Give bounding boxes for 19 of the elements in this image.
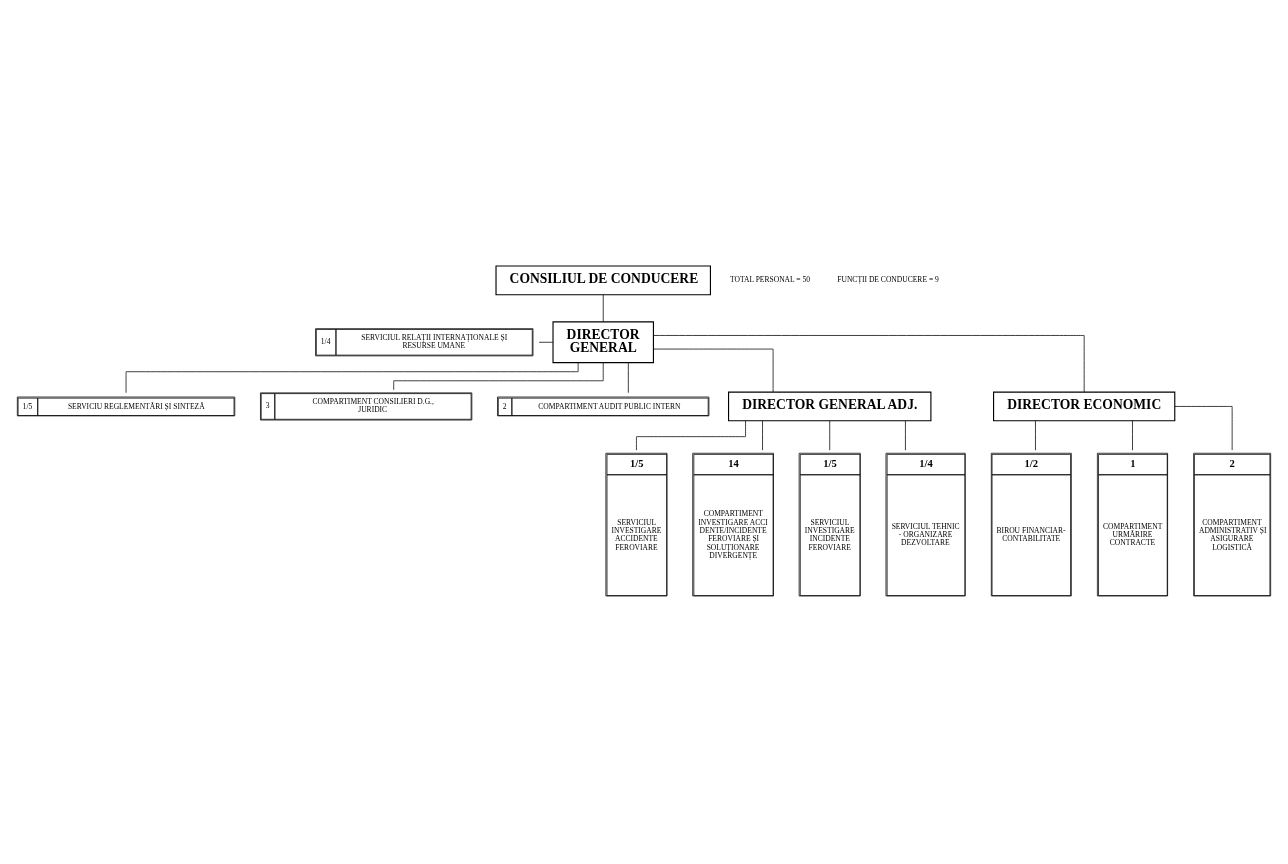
connector: [1132, 420, 1133, 451]
connector: [905, 420, 906, 451]
connector: [602, 293, 604, 322]
connector: [125, 361, 579, 393]
connector: [653, 348, 774, 392]
label: FUNCȚII DE CONDUCERE = 9: [837, 274, 939, 284]
connector: [1035, 420, 1036, 451]
node-box: CONSILIUL DE CONDUCERE: [495, 264, 711, 295]
connector: [1174, 405, 1233, 450]
node-box: DIRECTOR GENERAL ADJ.: [728, 391, 932, 421]
label: TOTAL PERSONAL = 50: [730, 274, 810, 284]
node-box: DIRECTOR ECONOMIC: [993, 391, 1176, 421]
connector: [393, 362, 604, 390]
connector: [538, 341, 554, 343]
connector: [829, 420, 831, 451]
connector: [653, 334, 1085, 392]
connector: [627, 362, 629, 393]
connector: [762, 420, 763, 451]
node-box: DIRECTOR GENERAL: [552, 320, 654, 363]
